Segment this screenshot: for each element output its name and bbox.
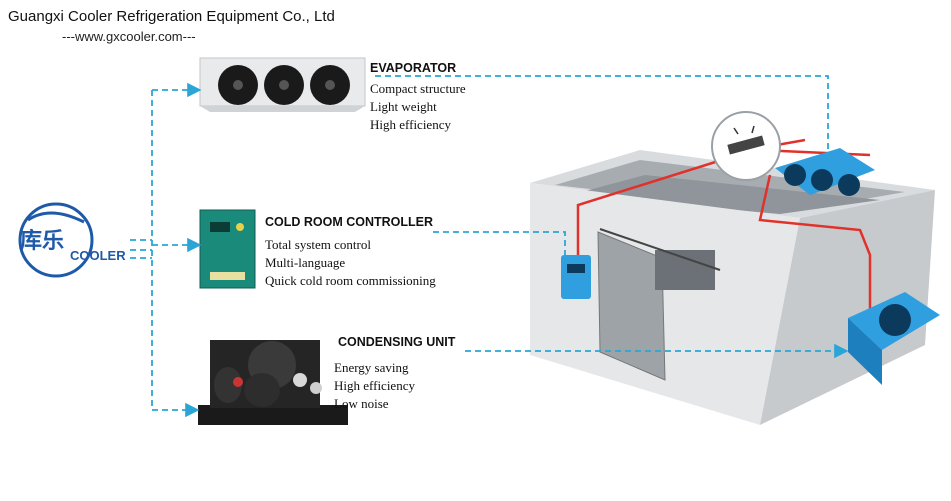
logo-chinese-text: 库乐 (20, 229, 64, 254)
room-condenser-icon (848, 292, 940, 385)
room-controller-icon (561, 255, 591, 299)
condensing-unit-feature-3: Low noise (334, 396, 389, 411)
evaporator-feature-3: High efficiency (370, 117, 451, 132)
controller-feature-2: Multi-language (265, 255, 346, 270)
controller-feature-1: Total system control (265, 237, 371, 252)
connector-lines (130, 75, 849, 418)
evaporator-title: EVAPORATOR (370, 61, 457, 75)
evaporator-feature-1: Compact structure (370, 81, 466, 96)
company-name: Guangxi Cooler Refrigeration Equipment C… (8, 8, 335, 25)
pipe-detail-zoom-icon (711, 111, 781, 181)
controller-features: Total system control Multi-language Quic… (265, 236, 436, 290)
evaporator-feature-2: Light weight (370, 99, 437, 114)
controller-title: COLD ROOM CONTROLLER (265, 215, 434, 229)
cold-room-illustration (530, 150, 935, 425)
controller-product-icon (199, 209, 256, 289)
condensing-unit-feature-2: High efficiency (334, 378, 415, 393)
condensing-unit-title: CONDENSING UNIT (338, 335, 456, 349)
condensing-unit-product-icon (198, 340, 348, 425)
controller-feature-3: Quick cold room commissioning (265, 273, 436, 288)
website-text: ---www.gxcooler.com--- (62, 29, 196, 44)
evaporator-features: Compact structure Light weight High effi… (370, 80, 466, 134)
condensing-unit-features: Energy saving High efficiency Low noise (334, 359, 415, 413)
condensing-unit-feature-1: Energy saving (334, 360, 409, 375)
cooler-logo: 库乐 COOLER (18, 202, 126, 278)
room-evaporator-icon (775, 148, 875, 196)
evaporator-product-icon (199, 57, 366, 112)
logo-english-text: COOLER (70, 248, 126, 263)
